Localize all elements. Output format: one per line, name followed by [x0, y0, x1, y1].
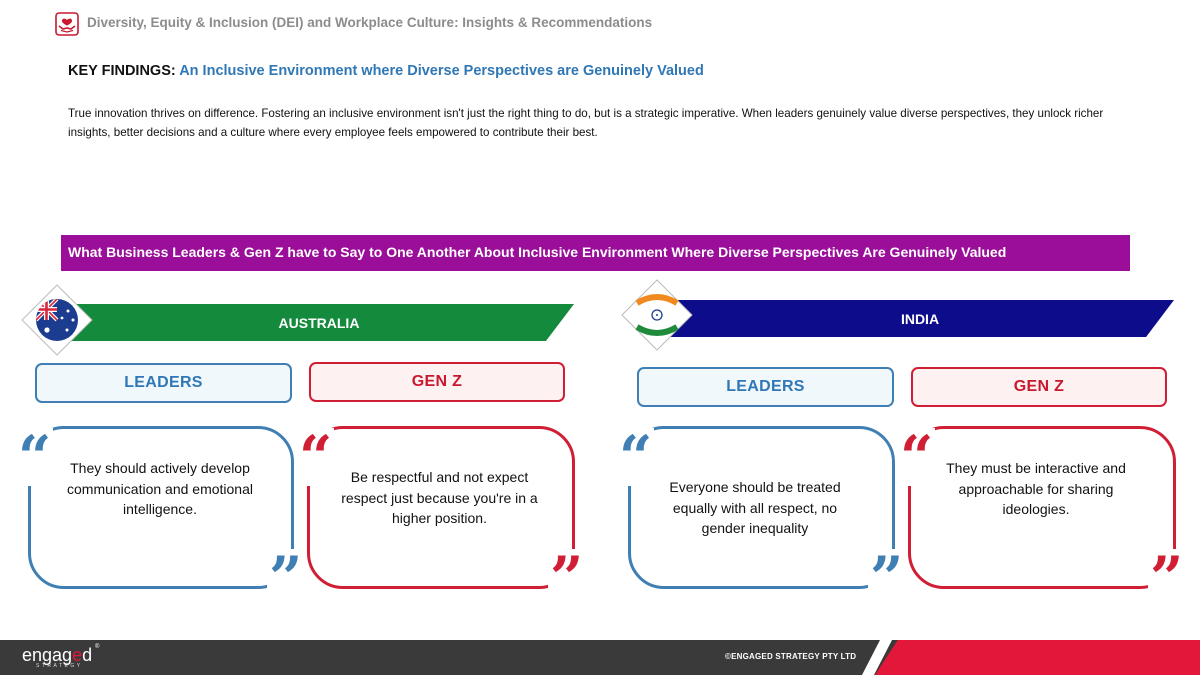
- close-quote-icon: ”: [548, 544, 586, 612]
- australia-genz-label: GEN Z: [411, 373, 463, 390]
- logo-registered-mark: ®: [95, 644, 100, 650]
- australia-label: AUSTRALIA: [278, 314, 360, 331]
- logo-text-accent: e: [72, 645, 83, 665]
- intro-paragraph: True innovation thrives on difference. F…: [68, 107, 1104, 139]
- logo-subtitle: STRATEGY: [36, 663, 83, 669]
- close-quote-icon: ”: [868, 544, 906, 612]
- close-quote-icon: ”: [267, 544, 305, 612]
- australia-leaders-tab: LEADERS: [35, 363, 292, 403]
- australia-genz-quote: Be respectful and not expect respect jus…: [341, 469, 538, 526]
- india-leaders-quote: Everyone should be treated equally with …: [669, 479, 841, 536]
- footer-copyright: ©ENGAGED STRATEGY PTY LTD: [725, 652, 857, 661]
- open-quote-icon: “: [898, 423, 936, 491]
- india-label: INDIA: [900, 310, 940, 327]
- open-quote-icon: “: [617, 423, 655, 491]
- engaged-logo: engaged: [22, 645, 92, 666]
- india-leaders-label: LEADERS: [726, 378, 805, 395]
- open-quote-icon: “: [297, 423, 335, 491]
- india-genz-tab: GEN Z: [911, 367, 1167, 407]
- key-findings-label: KEY FINDINGS:: [68, 63, 176, 79]
- key-findings-heading: KEY FINDINGS: An Inclusive Environment w…: [68, 63, 704, 79]
- australia-genz-tab: GEN Z: [309, 362, 565, 402]
- india-leaders-quote-box: [628, 426, 895, 589]
- logo-text-end: d: [82, 645, 93, 665]
- australia-ribbon: AUSTRALIA: [64, 304, 574, 341]
- india-flag-icon: [621, 279, 693, 351]
- india-leaders-tab: LEADERS: [637, 367, 894, 407]
- open-quote-icon: “: [16, 423, 54, 491]
- footer-accent: [875, 640, 1200, 675]
- header-title: Diversity, Equity & Inclusion (DEI) and …: [87, 15, 653, 30]
- australia-leaders-label: LEADERS: [124, 374, 203, 391]
- close-quote-icon: ”: [1148, 544, 1186, 612]
- section-banner-text: What Business Leaders & Gen Z have to Sa…: [68, 244, 1007, 260]
- australia-genz-quote-box: [307, 426, 575, 589]
- india-genz-quote-box: [908, 426, 1176, 589]
- india-genz-quote: They must be interactive and approachabl…: [946, 460, 1126, 517]
- australia-flag-icon: [21, 284, 93, 356]
- key-findings-title: An Inclusive Environment where Diverse P…: [179, 63, 704, 79]
- hands-heart-icon: [55, 12, 79, 36]
- australia-leaders-quote: They should actively develop communicati…: [67, 460, 253, 517]
- australia-leaders-quote-box: [28, 426, 294, 589]
- india-ribbon: INDIA: [666, 300, 1174, 337]
- india-genz-label: GEN Z: [1013, 378, 1065, 395]
- logo-text: engag: [22, 645, 73, 665]
- section-banner: What Business Leaders & Gen Z have to Sa…: [61, 235, 1130, 271]
